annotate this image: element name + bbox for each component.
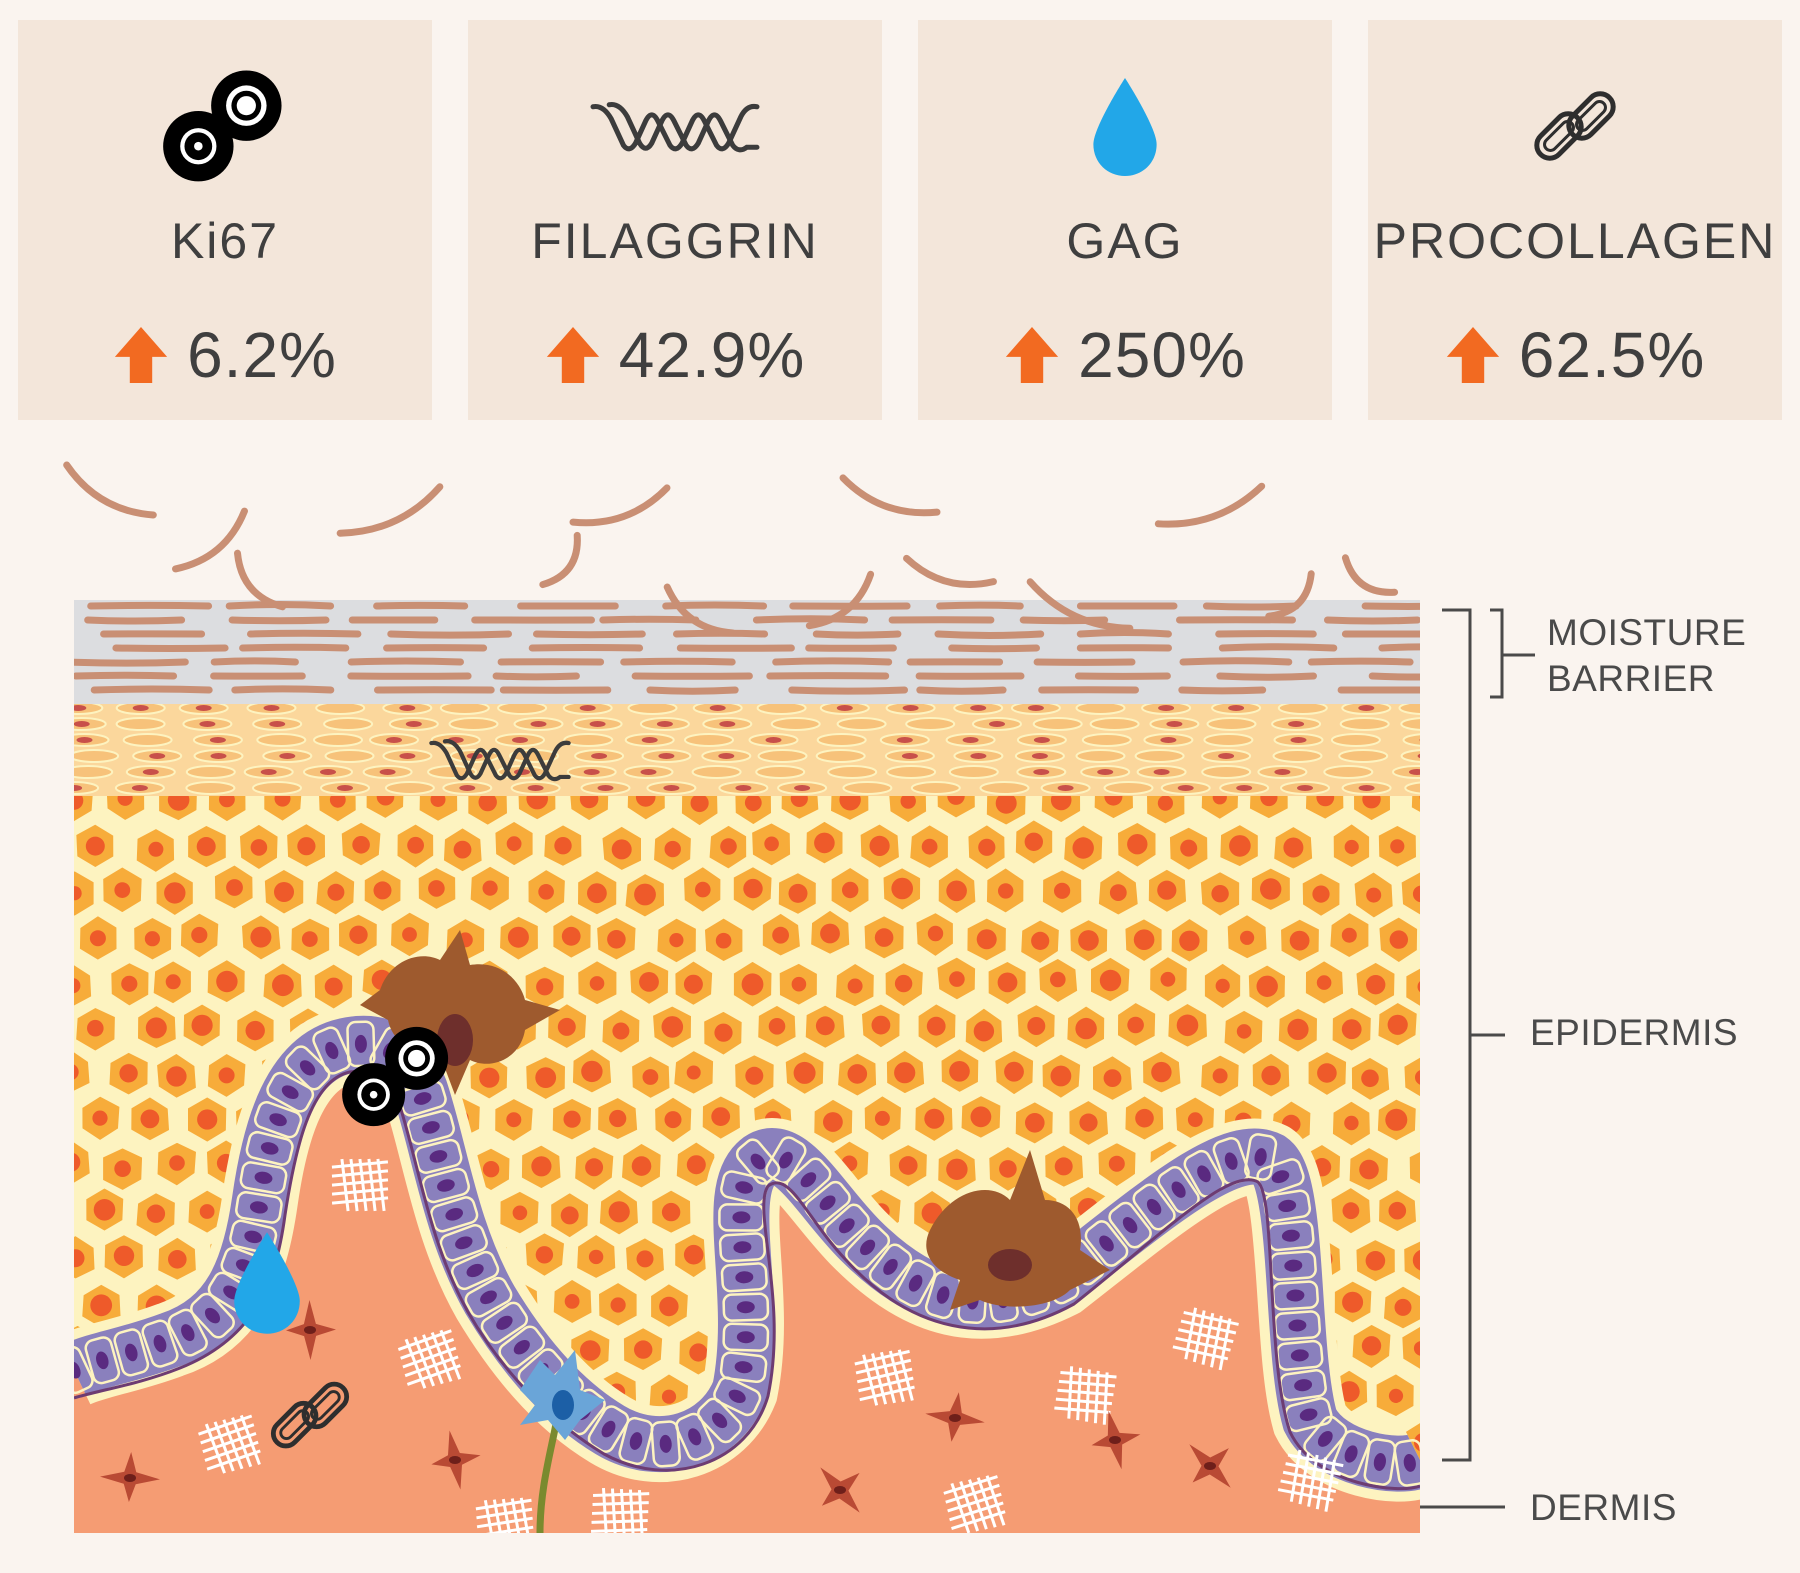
protein-strand-icon [468, 62, 882, 192]
arrow-up-icon [113, 324, 169, 386]
marker-name: GAG [1066, 213, 1184, 269]
label-moisture-line: MOISTURE [1547, 612, 1747, 653]
skin-cross-section [63, 461, 1535, 1534]
marker-value: 62.5% [1518, 319, 1706, 391]
marker-change: 250% [918, 318, 1332, 392]
marker-name: FILAGGRIN [531, 213, 819, 269]
melanocyte [360, 930, 560, 1095]
marker-value: 6.2% [187, 319, 337, 391]
granular-layer [74, 700, 1420, 796]
marker-value: 42.9% [618, 319, 806, 391]
marker-card-procollagen: PROCOLLAGEN 62.5% [1368, 20, 1782, 420]
marker-change: 42.9% [468, 318, 882, 392]
melanocyte [926, 1150, 1110, 1310]
cell-division-icon [18, 62, 432, 192]
marker-name: Ki67 [170, 213, 280, 269]
chain-link-icon [1368, 62, 1782, 192]
marker-card-filaggrin: FILAGGRIN 42.9% [468, 20, 882, 420]
label-barrier-line: BARRIER [1547, 658, 1715, 699]
marker-card-ki67: Ki67 6.2% [18, 20, 432, 420]
marker-value: 250% [1078, 319, 1246, 391]
marker-change: 6.2% [18, 318, 432, 392]
water-drop-icon [918, 62, 1332, 192]
arrow-up-icon [1004, 324, 1060, 386]
arrow-up-icon [1445, 324, 1501, 386]
marker-change: 62.5% [1368, 318, 1782, 392]
marker-card-gag: GAG 250% [918, 20, 1332, 420]
label-moisture-barrier: MOISTURE BARRIER [1547, 610, 1746, 702]
nerve-ending [520, 1350, 605, 1440]
label-dermis: DERMIS [1530, 1487, 1677, 1528]
marker-name: PROCOLLAGEN [1373, 213, 1777, 269]
label-epidermis: EPIDERMIS [1530, 1012, 1739, 1053]
arrow-up-icon [545, 324, 601, 386]
